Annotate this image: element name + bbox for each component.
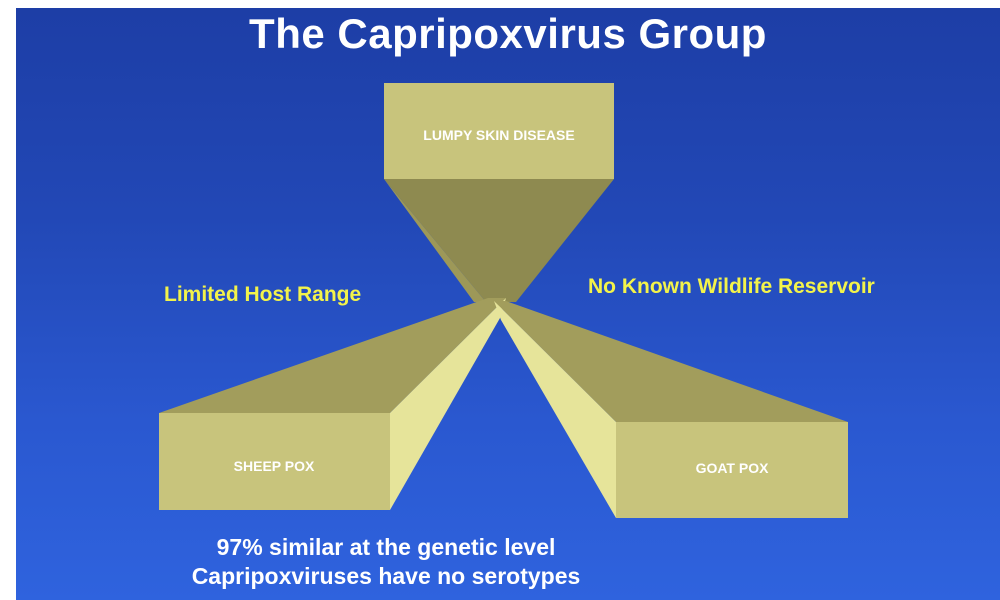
genetic-similarity-note: 97% similar at the genetic level bbox=[126, 534, 646, 561]
goat-pox-label: GOAT POX bbox=[696, 460, 770, 476]
slide: The Capripoxvirus Group LUMPY SKIN DISEA… bbox=[16, 8, 1000, 600]
lumpy-skin-disease-label: LUMPY SKIN DISEASE bbox=[423, 127, 574, 143]
no-serotypes-note: Capripoxviruses have no serotypes bbox=[126, 563, 646, 590]
lumpy-funnel bbox=[384, 179, 614, 302]
limited-host-range-label: Limited Host Range bbox=[164, 283, 361, 307]
node-goat-pox: GOAT POX bbox=[494, 301, 848, 518]
no-wildlife-reservoir-label: No Known Wildlife Reservoir bbox=[588, 275, 875, 299]
node-lumpy-skin-disease: LUMPY SKIN DISEASE bbox=[384, 83, 614, 302]
node-sheep-pox: SHEEP POX bbox=[159, 298, 506, 510]
sheep-pox-label: SHEEP POX bbox=[234, 458, 315, 474]
